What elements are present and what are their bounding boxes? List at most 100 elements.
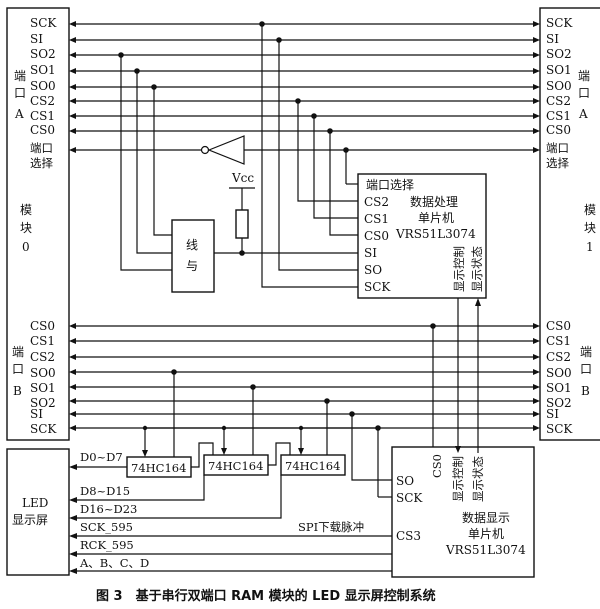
pin-so: SO: [364, 263, 382, 277]
port-select-label-line2: 选择: [546, 156, 569, 170]
inverter-icon: [207, 135, 245, 165]
pin-cs0: CS0: [364, 229, 389, 243]
signal-label: SCK: [546, 422, 573, 436]
vcc-pullup: Vcc: [229, 171, 255, 253]
signal-label: CS0: [546, 319, 571, 333]
shift-register-3: [280, 454, 346, 476]
pin-so: SO: [396, 474, 414, 488]
signal-label: SO0: [546, 366, 572, 380]
signal-label: SO1: [546, 381, 572, 395]
display-mcu-box: [391, 446, 535, 578]
svg-text:B: B: [13, 384, 22, 398]
led-line-label: D16~D23: [80, 502, 137, 516]
module0-port-a-label: 端 口 A: [14, 69, 26, 121]
signal-label: CS2: [30, 350, 55, 364]
signal-label: CS2: [30, 94, 55, 108]
pin-si: SI: [364, 246, 377, 260]
display-status-label: 显示状态: [470, 246, 484, 292]
processing-mcu-subtitle: 单片机: [418, 211, 454, 225]
led-line-label: RCK_595: [80, 538, 134, 552]
wired-and-char-2: 与: [186, 259, 198, 273]
shift-register-label: 74HC164: [208, 459, 263, 473]
spi-pulse-label: SPI下载脉冲: [298, 520, 364, 534]
display-mcu-model: VRS51L3074: [445, 543, 526, 557]
signal-label: CS2: [546, 94, 571, 108]
signal-label: CS1: [546, 109, 571, 123]
vcc-label: Vcc: [231, 171, 254, 185]
svg-text:模: 模: [20, 203, 32, 217]
signal-label: SCK: [30, 422, 57, 436]
signal-label: CS1: [546, 334, 571, 348]
svg-text:端: 端: [578, 69, 590, 83]
module1-label: 模 块 1: [584, 203, 596, 254]
led-line-label: D8~D15: [80, 484, 130, 498]
port-b-bus: [69, 323, 540, 431]
control-status-lines: [455, 298, 481, 453]
svg-text:块: 块: [20, 221, 32, 235]
shift-register-label: 74HC164: [285, 459, 340, 473]
module1-port-a-label: 端 口 A: [578, 69, 590, 121]
display-mcu: SO SCK CS3 数据显示 单片机 VRS51L3074 CS0 显示控制 …: [391, 446, 535, 578]
module1-port-a-signals: SCK SI SO2 SO1 SO0 CS2 CS1 CS0 端口 选择: [546, 16, 573, 170]
svg-text:模: 模: [584, 203, 596, 217]
svg-text:块: 块: [584, 221, 596, 235]
signal-label: SI: [546, 32, 559, 46]
svg-text:口: 口: [12, 362, 24, 376]
signal-label: CS0: [546, 123, 571, 137]
signal-label: SCK: [546, 16, 573, 30]
led-line-label: D0~D7: [80, 450, 123, 464]
shift-registers: 74HC164 74HC164 74HC164: [126, 442, 346, 478]
pin-cs1: CS1: [364, 212, 389, 226]
led-label: LED: [22, 496, 48, 510]
signal-label: SO1: [30, 63, 56, 77]
led-line-label: A、B、C、D: [79, 556, 149, 570]
pin-cs2: CS2: [364, 195, 389, 209]
signal-label: SI: [546, 407, 559, 421]
led-display-box: [6, 448, 70, 576]
display-status-label: 显示状态: [471, 456, 485, 502]
svg-text:口: 口: [578, 86, 590, 100]
signal-label: SO1: [30, 381, 56, 395]
pin-sck: SCK: [396, 491, 423, 505]
svg-text:口: 口: [580, 362, 592, 376]
signal-label: CS1: [30, 334, 55, 348]
figure-caption: 图 3 基于串行双端口 RAM 模块的 LED 显示屏控制系统: [96, 588, 436, 604]
signal-label: SO2: [30, 396, 56, 410]
port-select-label-line1: 端口: [30, 141, 53, 155]
cs0-label: CS0: [430, 454, 444, 478]
port-a-bus: [69, 21, 540, 134]
processing-mcu-model: VRS51L3074: [395, 227, 476, 241]
module1-port-b-signals: CS0 CS1 CS2 SO0 SO1 SO2 SI SCK: [546, 319, 573, 436]
svg-text:端: 端: [12, 345, 24, 359]
mcu-port-a-connections: [259, 21, 358, 288]
signal-label: SO0: [546, 79, 572, 93]
wired-and-char-1: 线: [186, 238, 198, 252]
display-mcu-subtitle: 单片机: [468, 527, 504, 541]
port-a-char-1: 端: [14, 69, 26, 83]
pin-sck: SCK: [364, 280, 391, 294]
signal-label: SO0: [30, 366, 56, 380]
module1-port-b-label: 端 口 B: [580, 345, 592, 398]
processing-mcu-box: [357, 173, 487, 299]
port-select-label-line2: 选择: [30, 156, 53, 170]
svg-text:端: 端: [580, 345, 592, 359]
signal-label: SO2: [30, 47, 56, 61]
svg-text:A: A: [578, 107, 588, 121]
display-control-label: 显示控制: [452, 246, 466, 292]
signal-label: CS2: [546, 350, 571, 364]
signal-label: SO2: [546, 396, 572, 410]
port-select-label-line1: 端口: [546, 141, 569, 155]
led-sublabel: 显示屏: [12, 513, 48, 527]
processing-mcu-title: 数据处理: [410, 194, 458, 209]
port-select-line: [69, 135, 540, 184]
module0-port-a-signals: SCK SI SO2 SO1 SO0 CS2 CS1 CS0 端口 选择: [30, 16, 57, 170]
module0-port-b-label: 端 口 B: [12, 345, 24, 398]
signal-label: SO2: [546, 47, 572, 61]
signal-label: SO1: [546, 63, 572, 77]
signal-label: CS0: [30, 123, 55, 137]
svg-text:0: 0: [22, 240, 30, 254]
resistor-icon: [235, 209, 249, 239]
port-a-char-3: A: [14, 107, 24, 121]
port-a-char-2: 口: [14, 86, 26, 100]
module0-label: 模 块 0: [20, 203, 32, 254]
